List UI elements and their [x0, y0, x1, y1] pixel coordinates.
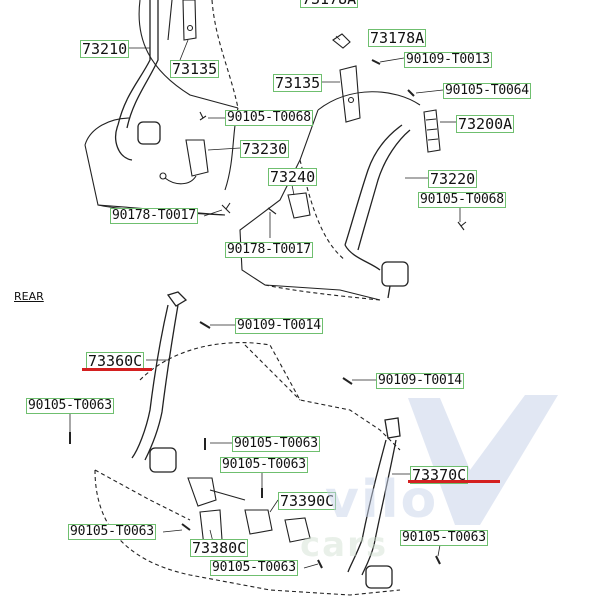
highlight-73370C: [408, 480, 500, 483]
part-73135-left[interactable]: 73135: [170, 60, 220, 78]
bolt-90109-T0014-top: [199, 321, 211, 329]
belt-73360C: [131, 291, 188, 473]
part-90178-T0017-left[interactable]: 90178-T0017: [110, 208, 198, 224]
watermark-sub: cars: [300, 525, 389, 565]
rear-section-label: REAR: [14, 290, 44, 303]
part-90109-T0014-top[interactable]: 90109-T0014: [235, 318, 323, 334]
part-73220[interactable]: 73220: [428, 170, 478, 188]
part-73370C[interactable]: 73370C: [410, 466, 469, 484]
part-90105-T0063-a[interactable]: 90105-T0063: [26, 398, 114, 414]
buckle-73240: [267, 192, 311, 219]
part-73135-right[interactable]: 73135: [273, 74, 323, 92]
part-73380C[interactable]: 73380C: [190, 539, 249, 557]
part-73390C[interactable]: 73390C: [278, 492, 337, 510]
part-90105-T0068-right[interactable]: 90105-T0068: [418, 192, 506, 208]
bolt-90105-T0063-bottom: [317, 559, 323, 569]
part-73200A[interactable]: 73200A: [456, 115, 515, 133]
bracket-73135-left: [182, 0, 197, 41]
part-73360C[interactable]: 73360C: [86, 352, 145, 370]
part-90105-T0063-c[interactable]: 90105-T0063: [220, 457, 308, 473]
height-adjuster-73200A: [423, 109, 441, 153]
bolt-90105-T0063-right: [435, 555, 441, 565]
highlight-73360C: [82, 368, 152, 371]
part-90105-T0063-e[interactable]: 90105-T0063: [210, 560, 298, 576]
part-90105-T0064[interactable]: 90105-T0064: [443, 83, 531, 99]
part-90105-T0068-left[interactable]: 90105-T0068: [225, 110, 313, 126]
bracket-73135-right: [339, 65, 361, 123]
belt-73220: [344, 124, 411, 299]
leader-lines: [69, 35, 461, 569]
part-73210[interactable]: 73210: [80, 40, 130, 58]
part-90105-T0063-f[interactable]: 90105-T0063: [400, 530, 488, 546]
bracket-73178A: [332, 33, 351, 49]
bolt-90109-T0014-mid: [342, 377, 353, 385]
bolt-90105-T0063-lower: [181, 523, 191, 531]
part-90178-T0017-right[interactable]: 90178-T0017: [225, 242, 313, 258]
buckle-73390C: [244, 509, 311, 543]
bolt-90105-T0064: [407, 89, 415, 97]
watermark-brand: vilo: [325, 470, 439, 530]
part-90105-T0063-d[interactable]: 90105-T0063: [68, 524, 156, 540]
part-90109-T0014-mid[interactable]: 90109-T0014: [376, 373, 464, 389]
bolt-90109-T0013: [371, 59, 381, 65]
part-73178A[interactable]: 73178A: [368, 29, 427, 47]
belt-73210: [115, 0, 161, 161]
part-90109-T0013[interactable]: 90109-T0013: [404, 52, 492, 68]
part-73240[interactable]: 73240: [268, 168, 318, 186]
part-73178A-top[interactable]: 73178A: [300, 0, 359, 8]
part-90105-T0063-b[interactable]: 90105-T0063: [232, 436, 320, 452]
bolt-90178-T0017-left: [221, 202, 231, 214]
part-73230[interactable]: 73230: [240, 140, 290, 158]
belt-73370C: [347, 417, 401, 589]
rear-seat-outline: [94, 342, 401, 596]
bolt-90105-T0068-right: [457, 221, 467, 231]
buckle-73230: [159, 139, 209, 185]
bolt-90105-T0068-left: [199, 111, 207, 121]
